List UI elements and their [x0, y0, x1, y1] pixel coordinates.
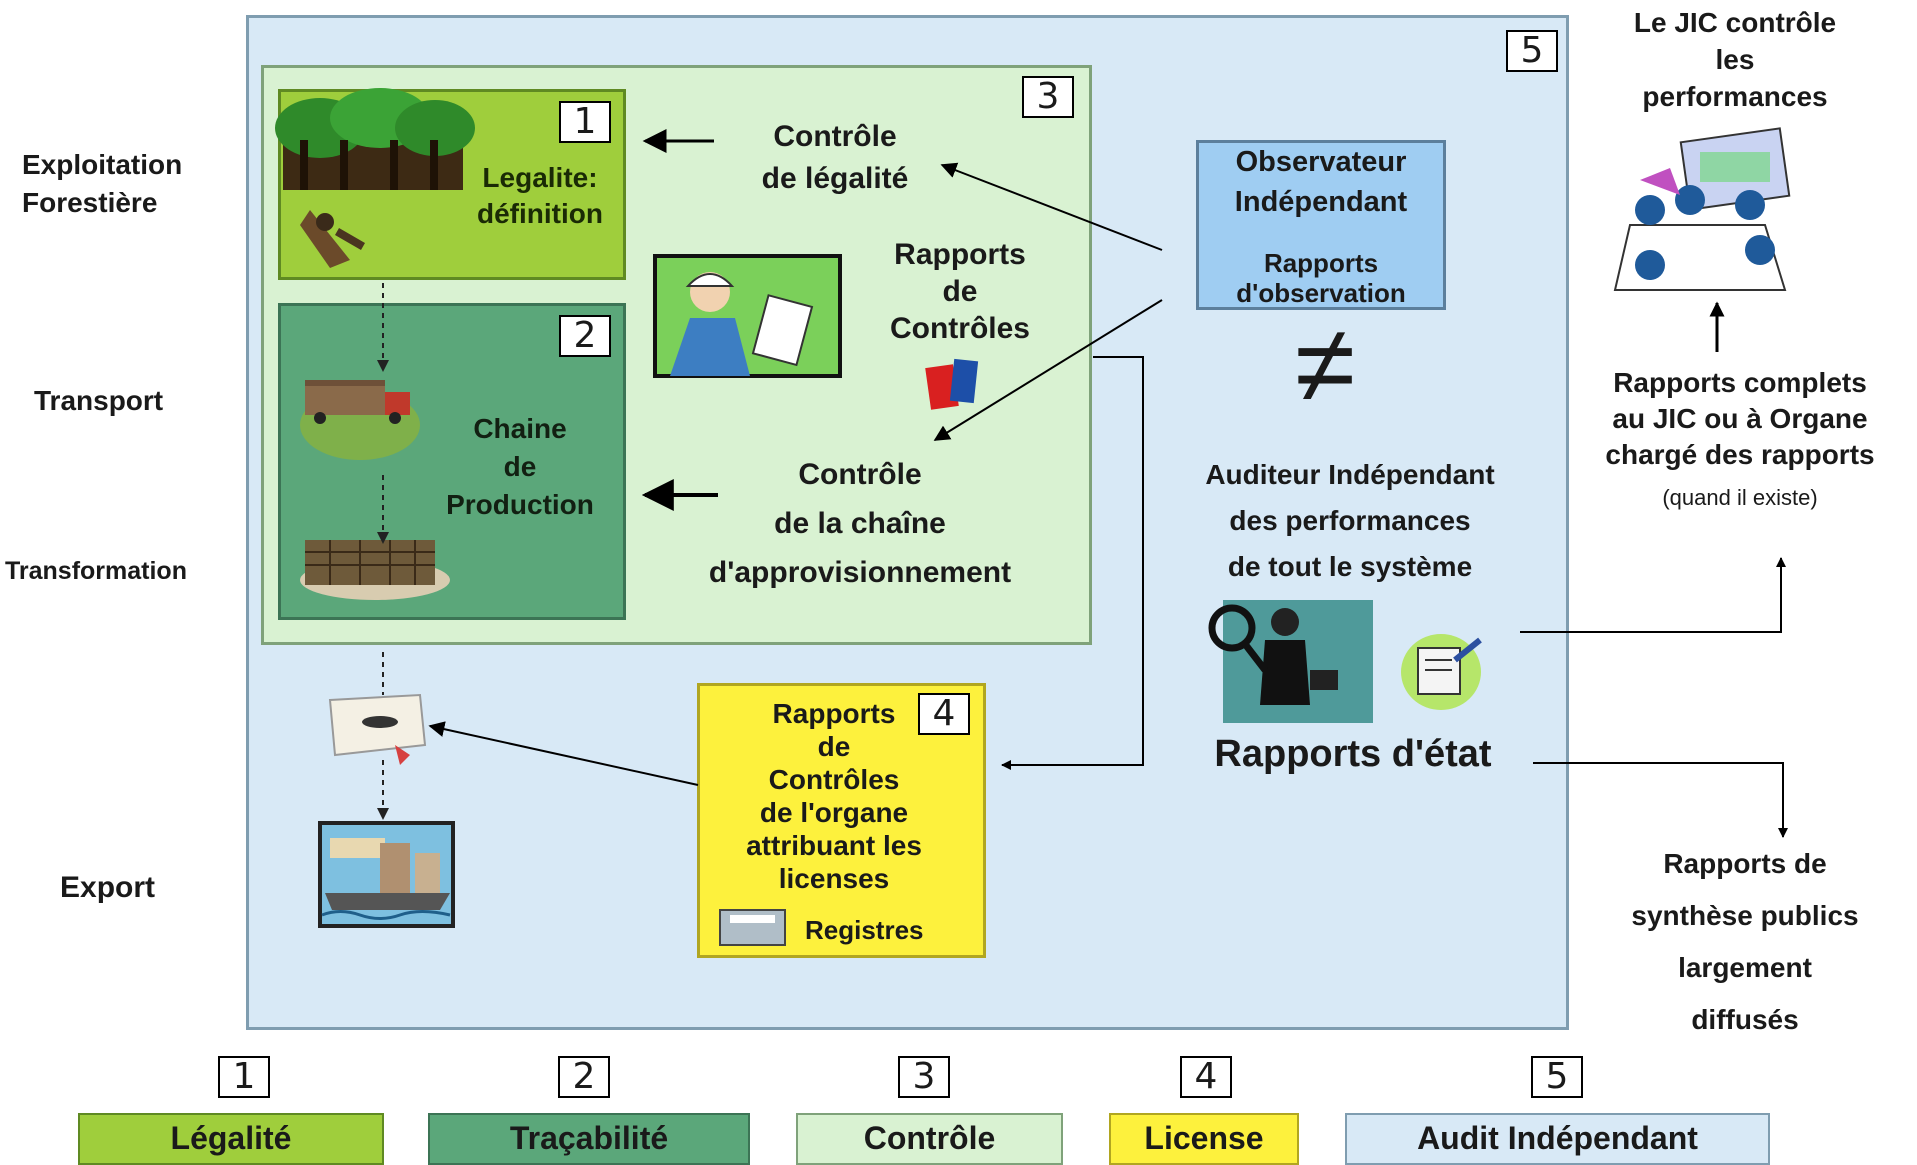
auditeur-label: Auditeur Indépendant des performances de… — [1205, 459, 1495, 582]
legend-item-legalite: Légalité — [78, 1113, 384, 1165]
legend-item-controle: Contrôle — [796, 1113, 1063, 1165]
certificate-icon — [328, 693, 427, 765]
legend-number-1: 1 — [218, 1056, 270, 1098]
box-number-2: 2 — [559, 315, 611, 357]
registres-label: Registres — [805, 915, 924, 945]
legend-number-4: 4 — [1180, 1056, 1232, 1098]
synthese-label: Rapports de synthèse publics largement d… — [1631, 848, 1859, 1035]
legend-item-audit: Audit Indépendant — [1345, 1113, 1770, 1165]
logging-icon — [300, 210, 365, 268]
truck-icon — [300, 380, 420, 460]
rapports-etat-label: Rapports d'état — [1214, 733, 1492, 775]
meeting-icon — [1613, 127, 1791, 291]
port-icon — [318, 821, 455, 928]
inspector-icon — [653, 254, 842, 378]
books-icon — [925, 358, 979, 410]
legend-item-tracabilite: Traçabilité — [428, 1113, 750, 1165]
jic-label: Le JIC contrôle les performances — [1633, 7, 1837, 112]
box-number-3: 3 — [1022, 76, 1074, 118]
legend-number-5: 5 — [1531, 1056, 1583, 1098]
observateur-title: Observateur Indépendant — [1234, 146, 1408, 218]
detective-icon — [1208, 600, 1373, 723]
label-export: Export — [60, 871, 156, 904]
rapports-controles-label: Rapports de Contrôles — [889, 238, 1030, 345]
forest-icon — [275, 88, 475, 190]
observateur-sub: Rapports d'observation — [1236, 248, 1406, 308]
quand-existe-label: (quand il existe) — [1662, 485, 1818, 510]
legend-number-2: 2 — [558, 1056, 610, 1098]
rapports-complets-label: Rapports complets au JIC ou à Organe cha… — [1605, 367, 1875, 470]
legend-number-3: 3 — [898, 1056, 950, 1098]
registres-icon — [719, 909, 786, 946]
not-equal-sign: ≠ — [1294, 303, 1356, 426]
traceability-text: Chaine de Production — [446, 413, 594, 520]
legality-text: Legalite: définition — [477, 162, 603, 229]
timber-stack-icon — [300, 540, 450, 600]
legend-item-license: License — [1109, 1113, 1299, 1165]
controle-legalite-label: Contrôle de légalité — [761, 120, 909, 195]
observateur-box — [1196, 140, 1446, 310]
box-number-1: 1 — [559, 101, 611, 143]
report-icon — [1401, 634, 1482, 710]
controle-chaine-label: Contrôle de la chaîne d'approvisionnemen… — [708, 458, 1012, 589]
label-exploitation: Exploitation Forestière — [22, 149, 183, 218]
label-transport: Transport — [34, 385, 164, 416]
license-text: Rapports de Contrôles de l'organe attrib… — [746, 698, 922, 894]
box-number-4: 4 — [918, 693, 970, 735]
label-transformation: Transformation — [5, 557, 187, 585]
box-number-5: 5 — [1506, 30, 1558, 72]
